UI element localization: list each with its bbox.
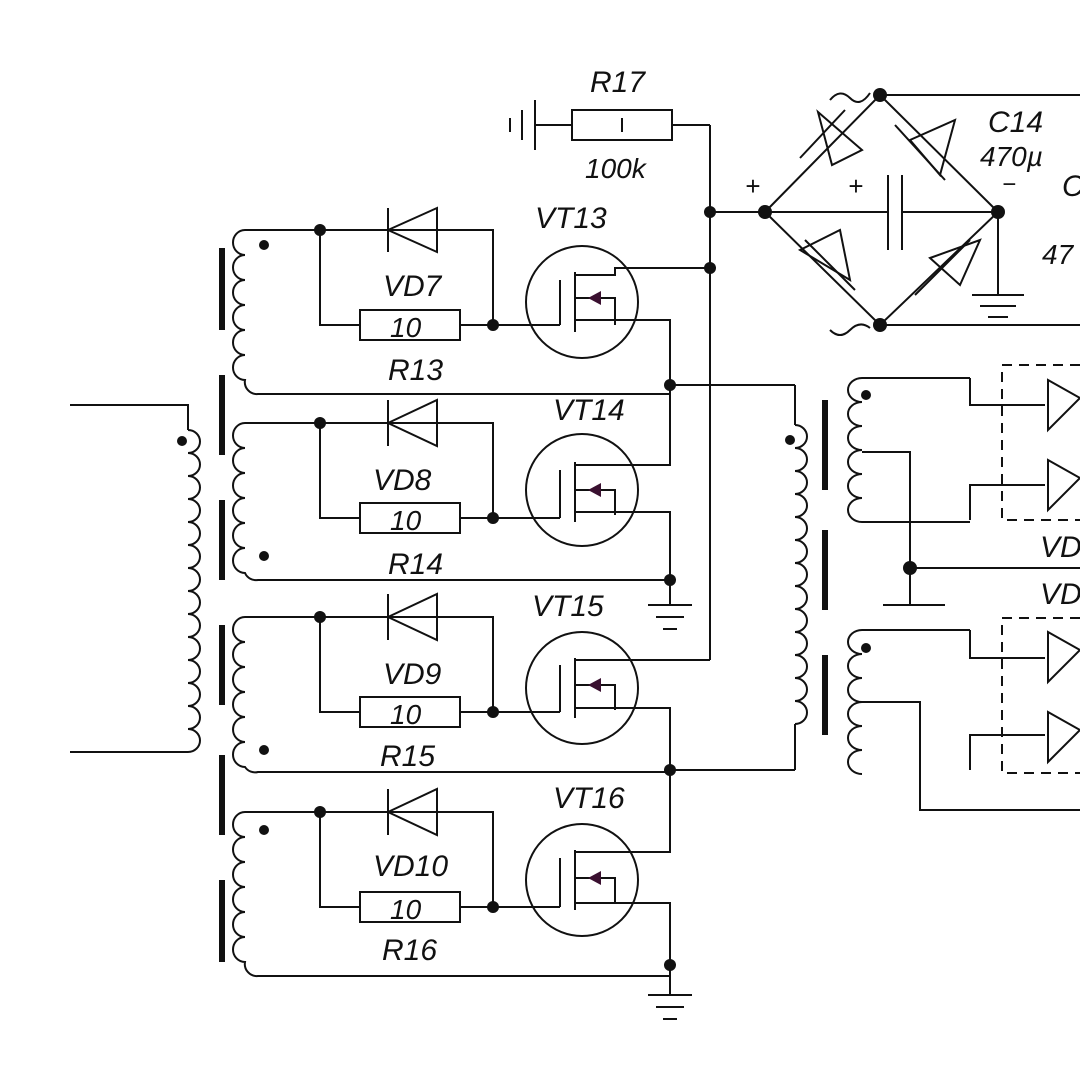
label-bridge-plus: + — [745, 171, 760, 201]
label-r17-value: 100k — [585, 153, 648, 184]
diode-vd10 — [385, 787, 438, 837]
resistor-r13 — [359, 309, 461, 341]
diode-vd8 — [385, 398, 438, 448]
input-transformer-primary — [70, 404, 201, 753]
gate-winding-2 — [232, 422, 670, 582]
label-r16-value: 10 — [390, 894, 422, 925]
label-c15-name: C — [1062, 170, 1080, 203]
label-c14-minus: − — [1002, 171, 1016, 198]
gate-stage-3 — [262, 592, 560, 728]
mosfet-vt14 — [525, 385, 671, 580]
label-vd10: VD10 — [373, 850, 448, 883]
resistor-r16 — [359, 891, 461, 923]
label-vt16: VT16 — [553, 782, 625, 815]
label-vd9: VD9 — [383, 658, 442, 691]
output-transformer-secondary — [847, 364, 1080, 811]
label-vt15: VT15 — [532, 590, 604, 623]
gate-winding-1 — [232, 229, 670, 396]
label-vt13: VT13 — [535, 202, 607, 235]
label-r17-name: R17 — [590, 66, 646, 99]
diode-vd9 — [385, 592, 438, 642]
mosfet-vt13 — [525, 245, 710, 385]
output-transformer-primary — [785, 385, 808, 770]
label-r15-value: 10 — [390, 699, 422, 730]
mosfet-vt15 — [525, 631, 710, 770]
diode-vd7 — [385, 206, 438, 254]
ground-symbol — [648, 994, 692, 1020]
mosfet-vt16 — [525, 770, 671, 965]
label-r16-name: R16 — [382, 934, 437, 967]
label-vd-partial-a: VD — [1040, 531, 1080, 564]
label-c14-value: 470µ — [980, 141, 1043, 172]
resistor-r17 — [509, 100, 710, 150]
gate-stage-1 — [262, 206, 560, 341]
label-r14-name: R14 — [388, 548, 443, 581]
label-c15-value: 47 — [1042, 239, 1075, 270]
label-cap-plus: + — [848, 171, 863, 201]
label-c14-name: C14 — [988, 106, 1043, 139]
label-vd8: VD8 — [373, 464, 432, 497]
gate-winding-4 — [232, 811, 670, 978]
label-r14-value: 10 — [390, 505, 422, 536]
label-r13-value: 10 — [390, 312, 422, 343]
resistor-r14 — [359, 502, 461, 534]
bridge-rectifier — [710, 88, 1080, 336]
label-r13-name: R13 — [388, 354, 443, 387]
label-vd-partial-b: VD — [1040, 578, 1080, 611]
label-vt14: VT14 — [553, 394, 625, 427]
power-bus — [664, 125, 795, 995]
gate-winding-3 — [232, 616, 670, 774]
label-r15-name: R15 — [380, 740, 435, 773]
gate-stage-4 — [262, 787, 560, 923]
resistor-r15 — [359, 696, 461, 728]
label-vd7: VD7 — [383, 270, 443, 303]
gate-stage-2 — [262, 398, 560, 534]
ground-symbol — [648, 604, 692, 630]
